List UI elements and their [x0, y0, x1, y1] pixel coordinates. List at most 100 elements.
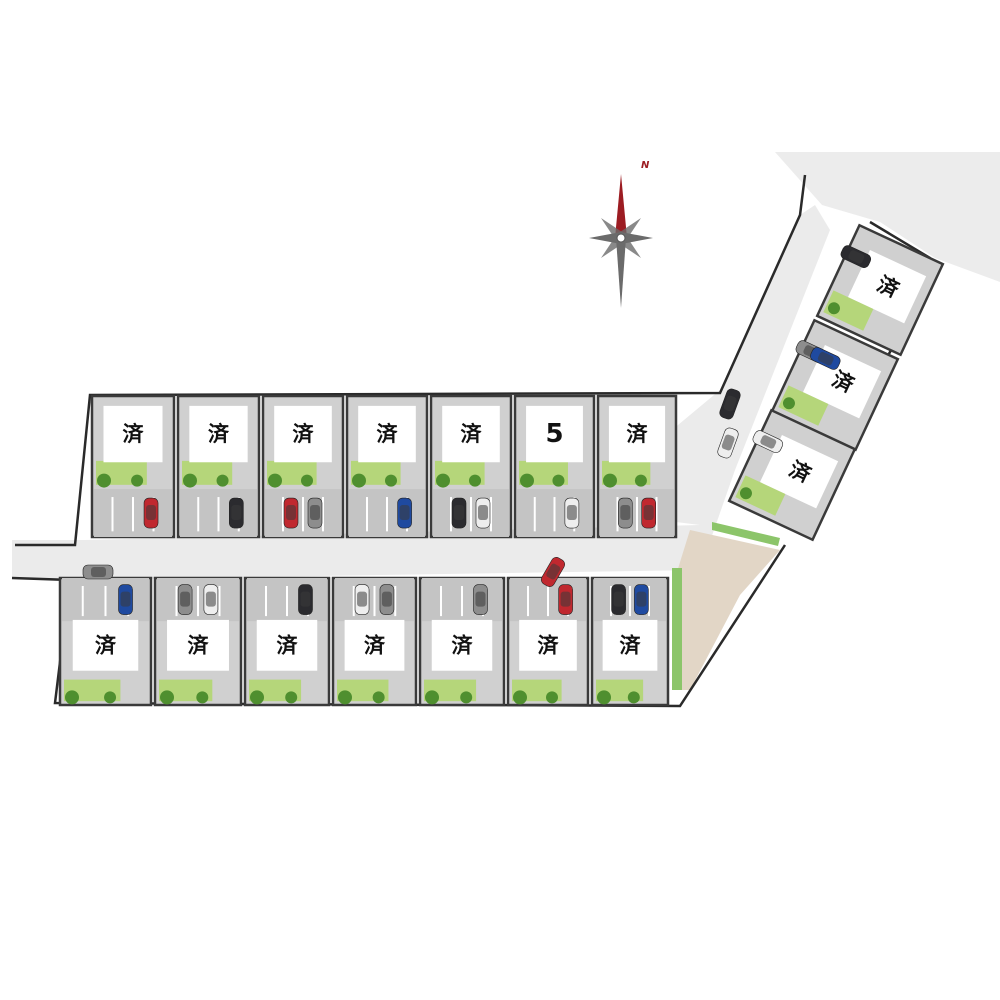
- lot-n1[interactable]: 済: [90, 394, 176, 539]
- tree-icon: [250, 690, 264, 705]
- garden-lawn: [823, 290, 874, 331]
- car-icon: [564, 497, 580, 529]
- tree-icon: [352, 473, 366, 488]
- car-icon: [617, 497, 633, 529]
- sold-label: 済: [627, 422, 649, 446]
- car-icon: [298, 584, 313, 615]
- house-footprint: [759, 435, 839, 509]
- compass-rose: N: [589, 160, 653, 308]
- car-windows: [566, 505, 577, 521]
- lot-number-label: 5: [545, 419, 563, 449]
- car-windows: [310, 505, 320, 521]
- tree-icon: [160, 690, 174, 705]
- road-cars: [82, 388, 741, 587]
- tree-icon: [513, 690, 527, 705]
- diagonal-road: [660, 205, 830, 570]
- compass-north-label: N: [641, 160, 650, 171]
- sold-label: 済: [188, 633, 210, 657]
- lot-s2[interactable]: 済: [153, 576, 243, 707]
- lot-d1[interactable]: 済: [813, 223, 945, 357]
- car-icon: [717, 427, 739, 459]
- tree-icon: [104, 691, 117, 704]
- car-windows: [381, 591, 392, 607]
- lot-n5[interactable]: 済: [429, 394, 513, 539]
- car-windows: [120, 591, 131, 607]
- car-windows: [643, 505, 654, 521]
- sold-label: 済: [123, 422, 145, 446]
- car-icon: [82, 564, 114, 580]
- sold-label: 済: [277, 633, 299, 657]
- adjacent-land: [775, 152, 1000, 282]
- car-icon: [397, 497, 412, 529]
- compass-north-needle: [615, 174, 627, 238]
- car-windows: [454, 505, 464, 521]
- green-strip: [672, 568, 682, 690]
- road-network: [12, 205, 830, 580]
- tree-icon: [782, 397, 795, 410]
- car-windows: [760, 435, 777, 449]
- tree-icon: [603, 473, 617, 488]
- tree-icon: [739, 487, 752, 500]
- tree-icon: [546, 691, 558, 704]
- car-windows: [723, 395, 737, 412]
- lot-n7[interactable]: 済: [596, 394, 678, 539]
- car-windows: [300, 591, 311, 607]
- car-windows: [91, 567, 106, 577]
- house-footprint: [274, 405, 332, 463]
- house-footprint: [344, 619, 405, 671]
- car-icon: [634, 584, 649, 615]
- tree-icon: [97, 473, 111, 488]
- lot-s4[interactable]: 済: [331, 576, 418, 707]
- lot-n3[interactable]: 済: [261, 394, 345, 539]
- car-windows: [721, 434, 735, 451]
- sold-label: 済: [538, 633, 560, 657]
- lot-d2[interactable]: 済: [768, 318, 900, 452]
- tree-icon: [385, 474, 397, 487]
- car-icon: [810, 347, 841, 370]
- house-footprint: [608, 405, 666, 463]
- lot-s7[interactable]: 済: [590, 576, 670, 707]
- house-footprint: [442, 405, 500, 463]
- car-windows: [546, 563, 561, 580]
- house-footprint: [526, 405, 583, 463]
- lots-diagonal-row: 済済済: [725, 223, 945, 542]
- car-icon: [283, 497, 299, 529]
- car-icon: [558, 584, 573, 615]
- house-footprint: [431, 619, 493, 671]
- tree-icon: [597, 690, 611, 705]
- tree-icon: [460, 691, 473, 704]
- compass-center: [616, 233, 626, 243]
- house-footprint: [189, 405, 248, 463]
- lot-s1[interactable]: 済: [58, 576, 153, 707]
- lot-d3[interactable]: 済: [725, 408, 857, 542]
- car-icon: [354, 584, 370, 615]
- car-windows: [620, 505, 631, 521]
- gravel-area: [676, 530, 780, 690]
- tree-icon: [425, 690, 439, 705]
- car-icon: [540, 557, 566, 587]
- tree-icon: [216, 474, 229, 487]
- lot-s5[interactable]: 済: [418, 576, 506, 707]
- lot-n6[interactable]: 5: [513, 394, 596, 539]
- car-windows: [146, 505, 157, 521]
- lot-n2[interactable]: 済: [176, 394, 261, 539]
- lot-s6[interactable]: 済: [506, 576, 590, 707]
- tree-icon: [268, 473, 282, 488]
- house-footprint: [519, 619, 577, 671]
- house-footprint: [167, 619, 229, 671]
- lot-n4[interactable]: 済: [345, 394, 429, 539]
- house-footprint: [72, 619, 139, 671]
- garden-lawn: [778, 385, 829, 426]
- house-footprint: [256, 619, 318, 671]
- car-windows: [357, 591, 368, 607]
- car-windows: [399, 505, 410, 521]
- lot-s3[interactable]: 済: [243, 576, 331, 707]
- tree-icon: [183, 473, 197, 488]
- tree-icon: [301, 474, 313, 487]
- car-icon: [473, 584, 488, 615]
- sold-label: 済: [208, 422, 230, 446]
- car-icon: [203, 584, 219, 615]
- car-icon: [752, 430, 784, 453]
